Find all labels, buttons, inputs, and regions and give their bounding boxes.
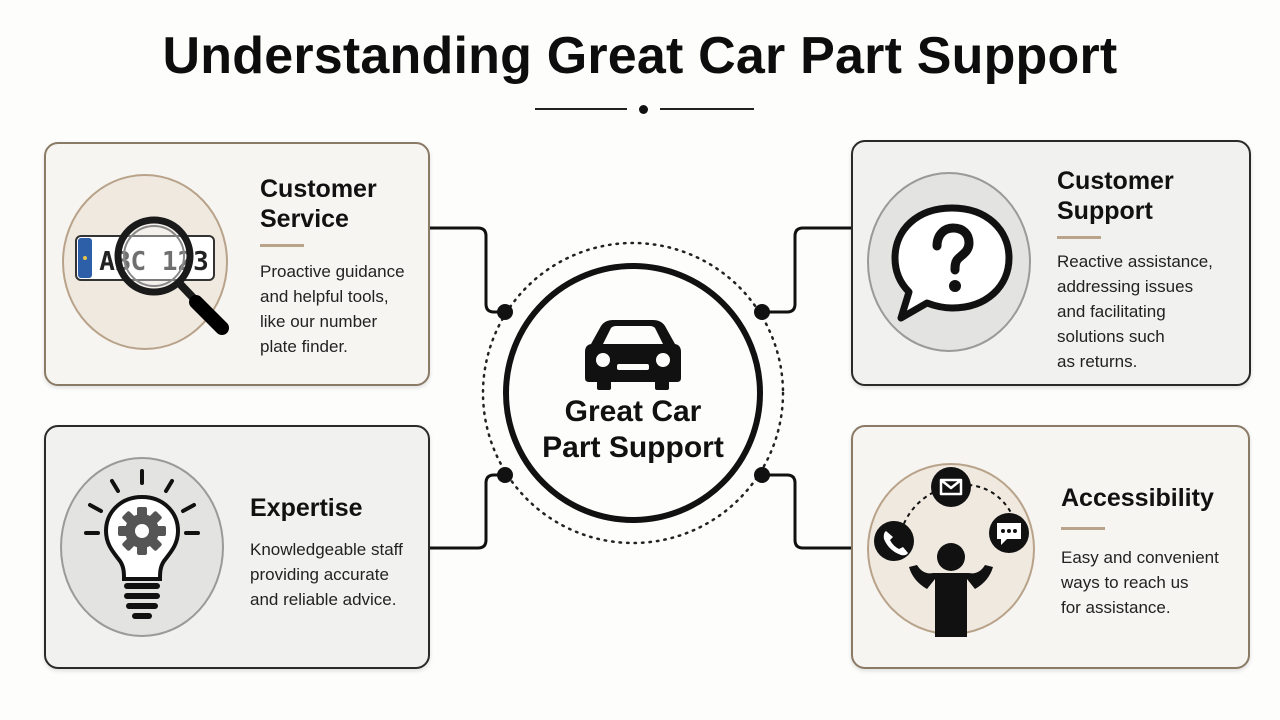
customer-service-title-line-1: Customer xyxy=(260,175,377,203)
customer-support-title-line-2: Support xyxy=(1057,197,1153,225)
connector-top-left xyxy=(430,226,504,314)
hub-dotted-ring xyxy=(481,241,785,545)
card-customer-service: ABC 123 Customer Service Proactive guida… xyxy=(44,142,430,386)
hub-circle xyxy=(503,263,763,523)
magnifier-number-plate-icon: ABC 123 xyxy=(75,216,229,335)
customer-support-rule xyxy=(1057,236,1101,239)
customer-service-description: Proactive guidance and helpful tools, li… xyxy=(260,259,405,359)
accessibility-desc-line: for assistance. xyxy=(1061,598,1171,617)
question-speech-bubble-icon xyxy=(891,204,1013,322)
connector-bottom-left xyxy=(430,473,504,550)
customer-support-desc-line: Reactive assistance, xyxy=(1057,252,1213,271)
connector-node-bottom-left xyxy=(497,467,513,483)
customer-support-description: Reactive assistance, addressing issues a… xyxy=(1057,249,1213,374)
customer-support-title-line-1: Customer xyxy=(1057,167,1174,195)
customer-support-desc-line: as returns. xyxy=(1057,352,1138,371)
card-accessibility: Accessibility Easy and convenient ways t… xyxy=(851,425,1250,669)
expertise-description: Knowledgeable staff providing accurate a… xyxy=(250,537,403,612)
hub-label-line-2: Part Support xyxy=(542,431,724,464)
connector-node-top-right xyxy=(754,304,770,320)
customer-support-desc-line: solutions such xyxy=(1057,327,1165,346)
customer-support-desc-line: and facilitating xyxy=(1057,302,1166,321)
customer-support-title: Customer Support xyxy=(1057,166,1174,226)
accessibility-desc-line: Easy and convenient xyxy=(1061,548,1219,567)
expertise-desc-line: providing accurate xyxy=(250,565,389,584)
page-title: Understanding Great Car Part Support xyxy=(162,27,1118,85)
connector-top-right xyxy=(762,226,851,314)
customer-service-desc-line: Proactive guidance xyxy=(260,262,405,281)
customer-service-title: Customer Service xyxy=(260,174,377,234)
person-contact-channels-icon xyxy=(874,467,1029,637)
accessibility-title: Accessibility xyxy=(1061,484,1214,512)
accessibility-rule xyxy=(1061,527,1105,530)
car-icon xyxy=(585,320,681,390)
hub-label-line-1: Great Car xyxy=(564,395,702,428)
accessibility-desc-line: ways to reach us xyxy=(1061,573,1189,592)
title-divider-left xyxy=(535,108,627,110)
customer-support-desc-line: addressing issues xyxy=(1057,277,1194,296)
expertise-desc-line: Knowledgeable staff xyxy=(250,540,403,559)
hub-label: Great Car Part Support xyxy=(530,394,736,466)
connector-node-bottom-right xyxy=(754,467,770,483)
connector-node-top-left xyxy=(497,304,513,320)
expertise-title: Expertise xyxy=(250,494,363,522)
accessibility-description: Easy and convenient ways to reach us for… xyxy=(1061,545,1219,620)
title-divider-right xyxy=(660,108,754,110)
customer-service-desc-line: plate finder. xyxy=(260,337,348,356)
lightbulb-gear-icon xyxy=(84,469,200,619)
customer-service-desc-line: and helpful tools, xyxy=(260,287,389,306)
card-expertise: Expertise Knowledgeable staff providing … xyxy=(44,425,430,669)
customer-service-title-line-2: Service xyxy=(260,205,349,233)
customer-service-rule xyxy=(260,244,304,247)
customer-service-desc-line: like our number xyxy=(260,312,378,331)
connector-bottom-right xyxy=(762,473,851,550)
expertise-desc-line: and reliable advice. xyxy=(250,590,397,609)
card-customer-support: Customer Support Reactive assistance, ad… xyxy=(851,140,1251,386)
title-divider-dot xyxy=(639,105,648,114)
